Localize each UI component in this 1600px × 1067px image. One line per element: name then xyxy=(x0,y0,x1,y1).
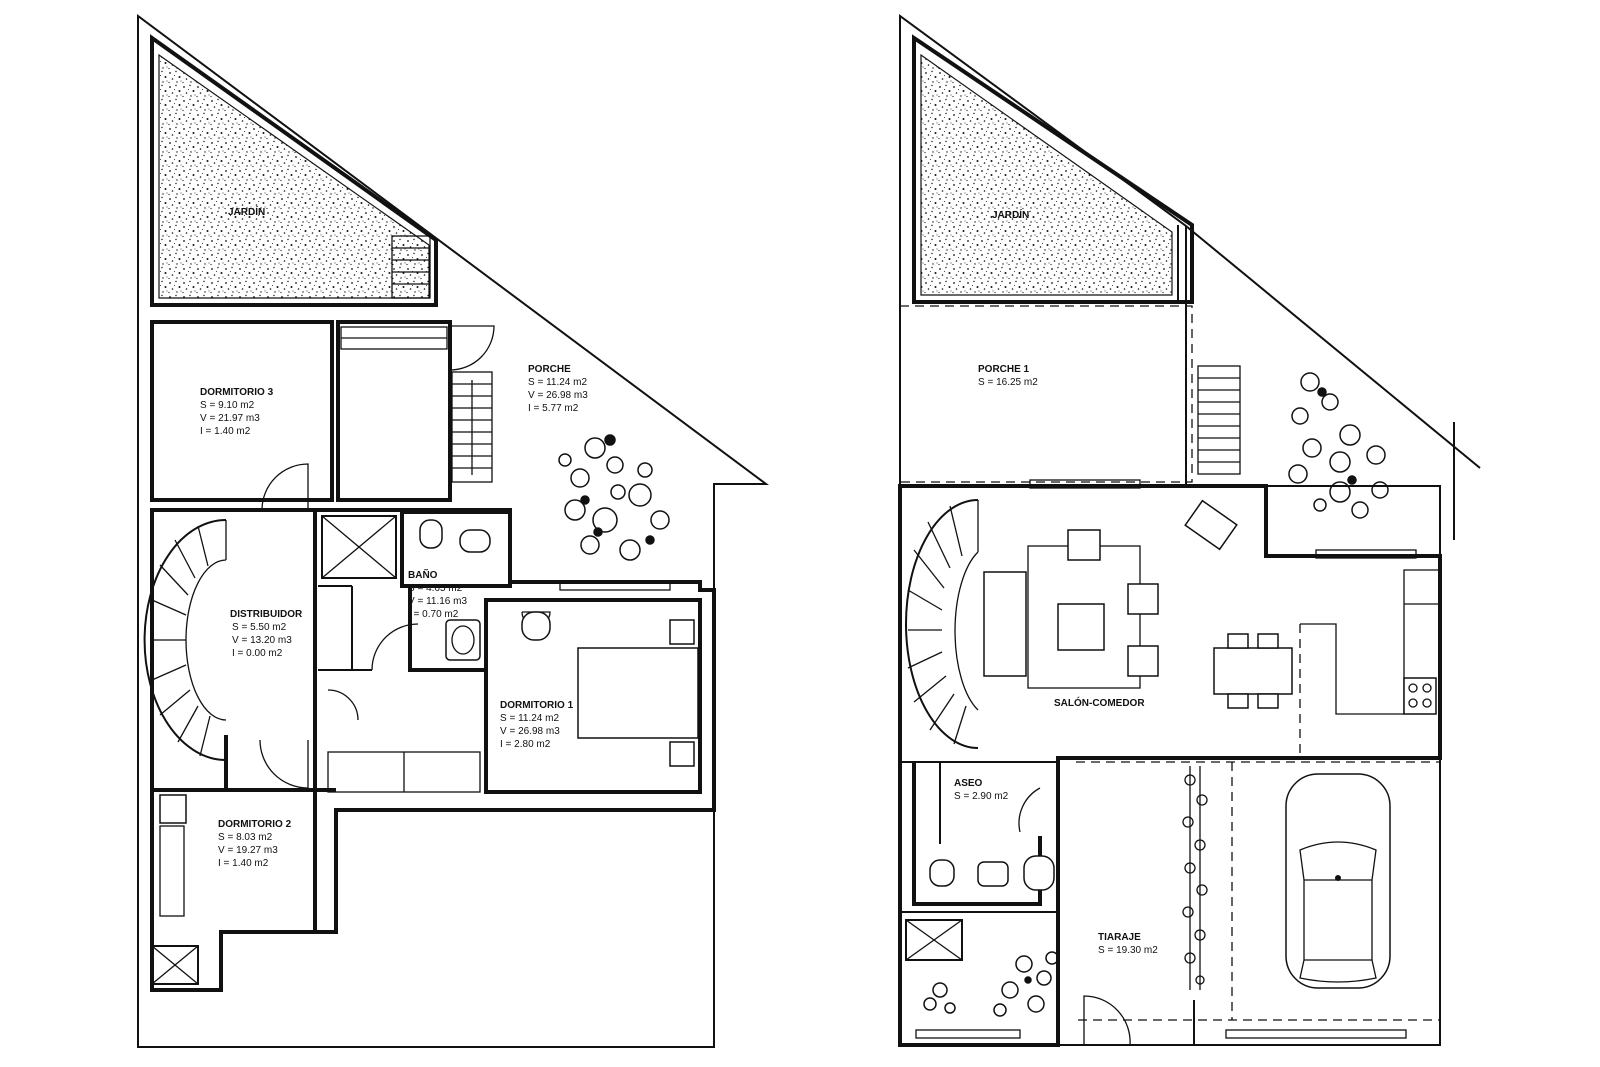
window-salon-top xyxy=(1029,479,1141,489)
sofa xyxy=(983,571,1027,677)
svg-text:I = 0.70 m2: I = 0.70 m2 xyxy=(408,609,459,620)
wardrobe-d2 xyxy=(159,825,185,917)
svg-text:S = 8.03 m2: S = 8.03 m2 xyxy=(218,832,273,843)
garden-gravel xyxy=(158,53,430,299)
svg-text:S = 2.90 m2: S = 2.90 m2 xyxy=(954,791,1009,802)
armchair-top xyxy=(1067,529,1101,561)
bano-door xyxy=(371,623,419,671)
window-kitchen xyxy=(1315,549,1417,559)
armchair-right-1 xyxy=(1127,583,1159,615)
room-tiaraje: TIARAJE xyxy=(1098,932,1141,943)
garden-gravel-ground xyxy=(920,53,1173,296)
garden-wall xyxy=(150,34,438,307)
closet-walls xyxy=(336,320,452,502)
upper-floor-plan: JARDÍN DORMITORIO 3 S = 9.10 m2 V = 21.9… xyxy=(137,14,770,1048)
window-patio xyxy=(915,1029,1021,1039)
window-d1 xyxy=(559,581,671,591)
coffee-table xyxy=(1057,603,1105,651)
armchair-right-2 xyxy=(1127,645,1159,677)
room-dormitorio-3: DORMITORIO 3 xyxy=(200,387,274,398)
bidet xyxy=(459,529,491,553)
car xyxy=(1285,773,1391,989)
svg-text:I = 1.40 m2: I = 1.40 m2 xyxy=(200,426,251,437)
window-box-d2 xyxy=(151,945,199,985)
porch-door xyxy=(449,325,495,371)
svg-text:I = 0.00 m2: I = 0.00 m2 xyxy=(232,648,283,659)
tree-ground xyxy=(1288,372,1389,519)
svg-text:I = 1.40 m2: I = 1.40 m2 xyxy=(218,858,269,869)
labels-ground: JARDÍN PORCHE 1 S = 16.25 m2 SALÓN-COMED… xyxy=(954,208,1158,956)
vine xyxy=(1182,766,1208,990)
patio-box xyxy=(905,919,963,961)
dormitorio-1-walls xyxy=(484,598,702,794)
porche-stair-ground xyxy=(1197,365,1241,475)
toilet xyxy=(419,519,443,549)
room-distribuidor: DISTRIBUIDOR xyxy=(230,609,303,620)
room-salon-comedor: SALÓN-COMEDOR xyxy=(1054,696,1145,709)
svg-text:V = 19.27 m3: V = 19.27 m3 xyxy=(218,845,278,856)
site-boundary xyxy=(137,14,770,1048)
bano-walls xyxy=(400,510,512,588)
garden-steps xyxy=(391,235,431,299)
nightstand-top xyxy=(669,619,695,645)
ground-floor-plan: JARDÍN PORCHE 1 S = 16.25 m2 SALÓN-COMED… xyxy=(898,14,1481,1047)
garage-door xyxy=(1083,995,1131,1046)
desk-d2 xyxy=(159,794,187,824)
svg-text:I = 5.77 m2: I = 5.77 m2 xyxy=(528,403,579,414)
spiral-stair xyxy=(143,519,227,761)
aseo-bidet xyxy=(977,861,1009,887)
room-bano: BAÑO xyxy=(408,568,438,581)
svg-text:S = 4.65 m2: S = 4.65 m2 xyxy=(408,583,463,594)
porche-stair xyxy=(451,371,493,483)
aseo-sink xyxy=(1023,855,1055,891)
svg-text:I = 2.80 m2: I = 2.80 m2 xyxy=(500,739,551,750)
svg-text:V = 26.98 m3: V = 26.98 m3 xyxy=(500,726,560,737)
tv-unit xyxy=(1184,499,1238,551)
svg-text:V = 13.20 m3: V = 13.20 m3 xyxy=(232,635,292,646)
dining-table xyxy=(1213,647,1293,695)
room-jardin-ground: JARDÍN xyxy=(992,208,1029,221)
svg-text:V = 26.98 m3: V = 26.98 m3 xyxy=(528,390,588,401)
nightstand-bottom xyxy=(669,741,695,767)
svg-text:V = 21.97 m3: V = 21.97 m3 xyxy=(200,413,260,424)
dorm3-door xyxy=(261,463,309,511)
shower xyxy=(321,515,397,579)
svg-text:S = 5.50 m2: S = 5.50 m2 xyxy=(232,622,287,633)
svg-text:S = 11.24 m2: S = 11.24 m2 xyxy=(500,713,559,724)
room-dormitorio-2: DORMITORIO 2 xyxy=(218,819,292,830)
dormitorio-3-walls xyxy=(150,320,334,502)
bed xyxy=(577,647,699,739)
spiral-stair-ground xyxy=(905,499,979,749)
cooktop xyxy=(1403,677,1437,715)
svg-text:S = 11.24 m2: S = 11.24 m2 xyxy=(528,377,587,388)
garage-outline xyxy=(1076,761,1441,1021)
room-dormitorio-1: DORMITORIO 1 xyxy=(500,700,574,711)
room-jardin-upper: JARDÍN xyxy=(228,205,265,218)
room-porche-1: PORCHE 1 xyxy=(978,364,1030,375)
room-aseo: ASEO xyxy=(954,778,983,789)
svg-text:V = 11.16 m3: V = 11.16 m3 xyxy=(408,596,467,607)
tree-upper xyxy=(558,434,670,561)
svg-text:S = 9.10 m2: S = 9.10 m2 xyxy=(200,400,255,411)
porche-1-outline xyxy=(900,305,1193,483)
svg-text:S = 19.30 m2: S = 19.30 m2 xyxy=(1098,945,1158,956)
tree-patio xyxy=(923,951,1059,1017)
house-walls-ground xyxy=(898,484,1442,1047)
aseo-toilet xyxy=(929,859,955,887)
labels-upper: JARDÍN DORMITORIO 3 S = 9.10 m2 V = 21.9… xyxy=(200,205,588,869)
sink-d1 xyxy=(521,611,551,641)
aseo-door xyxy=(1018,787,1041,833)
chair xyxy=(1227,633,1249,649)
window-garage xyxy=(1225,1029,1407,1039)
garden-wall-ground xyxy=(912,34,1194,304)
room-porche: PORCHE xyxy=(528,364,571,375)
svg-text:S = 16.25 m2: S = 16.25 m2 xyxy=(978,377,1038,388)
dorm2-door xyxy=(259,739,309,789)
kitchen-counter xyxy=(1300,569,1438,715)
